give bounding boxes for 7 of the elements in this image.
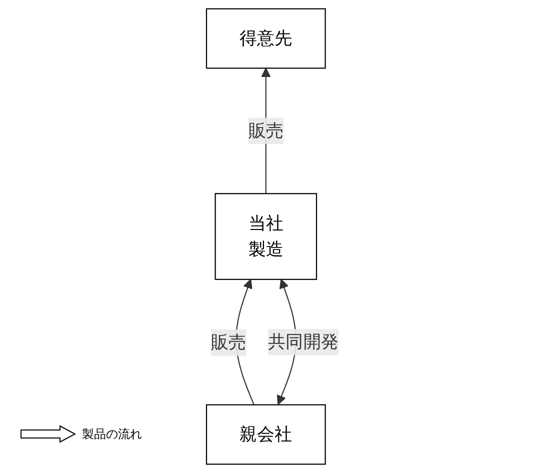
edge-label: 共同開発: [268, 331, 338, 352]
edge-label: 販売: [211, 332, 246, 353]
legend-label: 製品の流れ: [82, 426, 142, 442]
node-box: 親会社: [206, 404, 326, 465]
node-box: 当社 製造: [214, 193, 318, 280]
edge-label: 販売: [248, 120, 284, 141]
node-box: 得意先: [206, 8, 326, 69]
